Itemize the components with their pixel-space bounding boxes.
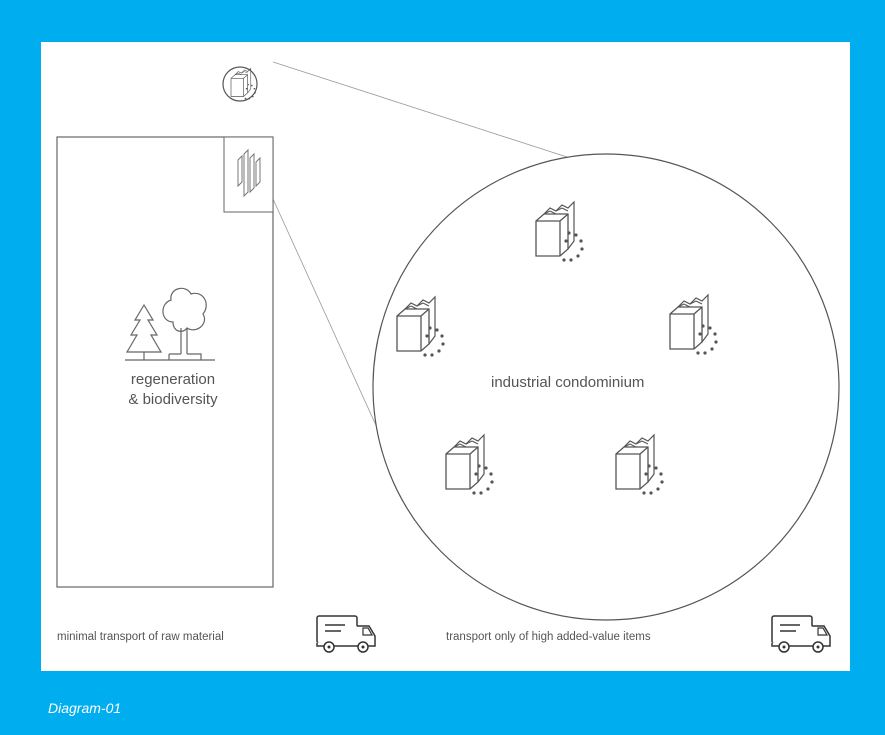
figure-caption: Diagram-01 (48, 700, 122, 716)
condominium-label: industrial condominium (491, 374, 645, 391)
regeneration-label: regeneration (130, 371, 216, 388)
diagram-canvas (56, 61, 840, 653)
building-plan-icon (237, 148, 261, 198)
raw-material-transport-label: minimal transport of raw material (57, 631, 224, 643)
zoom-line-bottom (262, 176, 380, 433)
truck-icon (316, 615, 376, 653)
magnifier-circle (222, 66, 258, 102)
zoom-line-top (272, 61, 602, 169)
truck-icon (771, 615, 831, 653)
condominium-circle (372, 153, 840, 621)
trees-icon (125, 287, 215, 361)
biodiversity-label: & biodiversity (128, 391, 218, 408)
diagram-panel: regeneration & biodiversity industrial c… (41, 42, 850, 671)
high-value-transport-label: transport only of high added-value items (446, 631, 651, 643)
